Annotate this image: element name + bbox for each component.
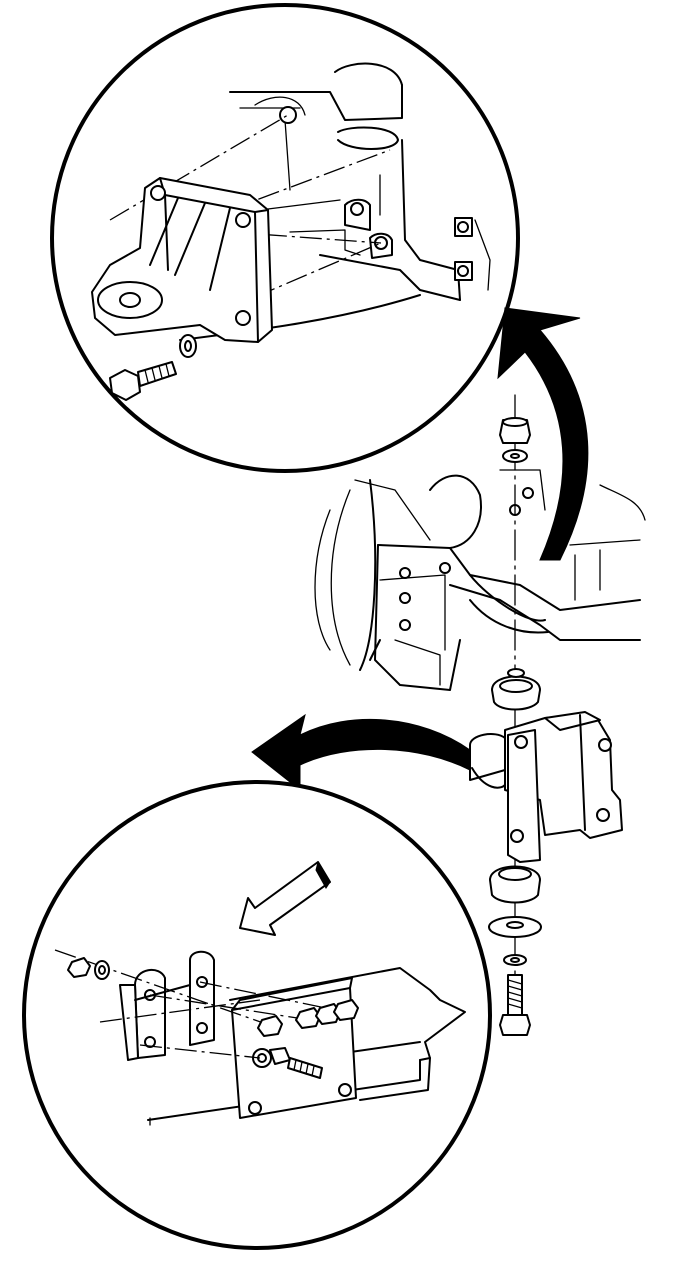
lower-bolt	[269, 1047, 323, 1079]
lower-nuts-washers	[67, 957, 110, 980]
lower-detail-view	[22, 780, 492, 1250]
curved-arrow-to-lower-detail	[251, 713, 471, 792]
center-mount-stack	[469, 394, 623, 1036]
plate-nuts	[257, 999, 359, 1037]
curved-arrow-to-upper-detail	[497, 307, 589, 561]
mount-bolt	[499, 974, 531, 1036]
large-washer	[488, 916, 542, 938]
upper-cushion	[491, 668, 541, 711]
lower-washer	[503, 954, 527, 966]
upper-transmission-housing	[179, 62, 491, 341]
lower-cushion	[489, 865, 541, 904]
upper-detail-circle	[50, 3, 520, 473]
upper-mount-bracket	[91, 177, 273, 343]
upper-detail-view	[50, 3, 520, 473]
upper-bolts-right	[344, 198, 473, 281]
upper-bolt-and-washer	[109, 334, 197, 401]
mount-bracket-center	[469, 711, 623, 863]
top-nut	[499, 417, 531, 444]
block-arrow-direction	[239, 860, 331, 936]
top-washer	[502, 449, 528, 463]
center-vehicle-view	[314, 469, 646, 691]
